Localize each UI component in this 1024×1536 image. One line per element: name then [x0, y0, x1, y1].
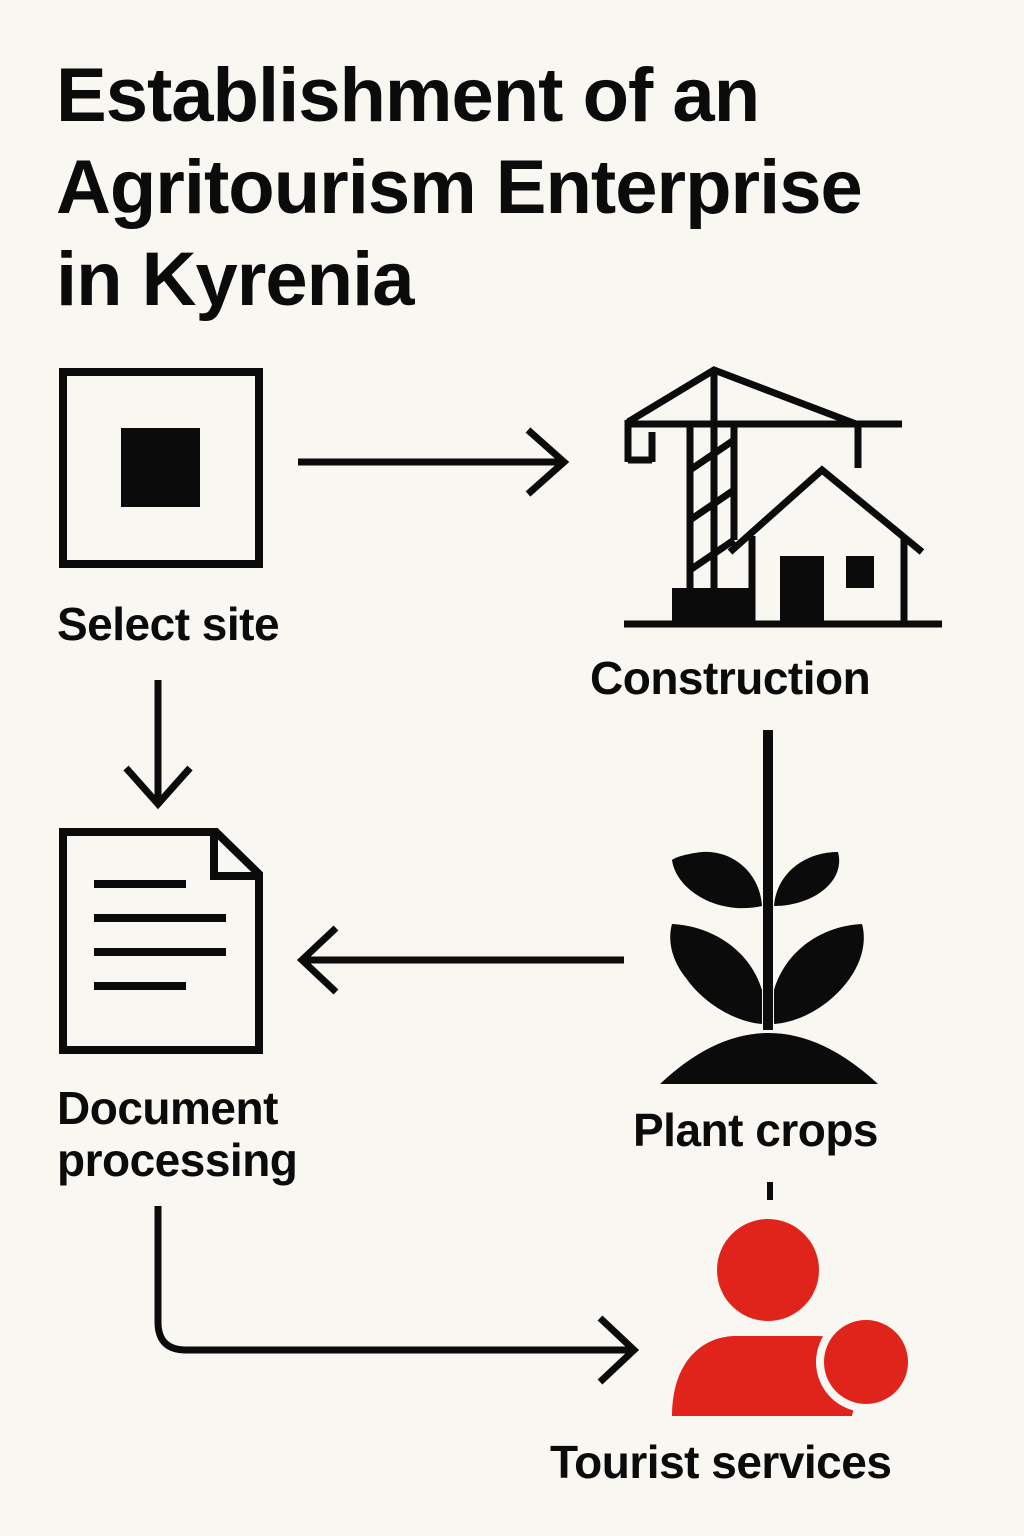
crane-house-fill: [672, 556, 874, 624]
arrow-site-to-construction: [298, 427, 570, 497]
site-square-icon: [59, 368, 263, 568]
document-icon: [59, 828, 263, 1054]
arrow-plant-to-document: [296, 925, 624, 995]
step-plant-crops-label: Plant crops: [633, 1104, 879, 1156]
step-construction-label: Construction: [590, 652, 871, 704]
step-document-processing-label: Document processing: [57, 1082, 377, 1186]
step-tourist-services-label: Tourist services: [550, 1436, 892, 1488]
step-select-site-label: Select site: [57, 598, 280, 650]
title-line-1: Establishment of an: [56, 53, 760, 138]
document-label-text: Document processing: [57, 1082, 298, 1186]
title-line-3: in Kyrenia: [56, 237, 414, 322]
arrow-site-to-document: [123, 680, 193, 810]
plant-sprout-icon: [660, 851, 878, 1084]
tourist-people-icon: [672, 1219, 916, 1416]
page-title: Establishment of an Agritourism Enterpri…: [56, 50, 976, 326]
title-line-2: Agritourism Enterprise: [56, 145, 863, 230]
arrow-document-to-tourist: [154, 1206, 640, 1385]
